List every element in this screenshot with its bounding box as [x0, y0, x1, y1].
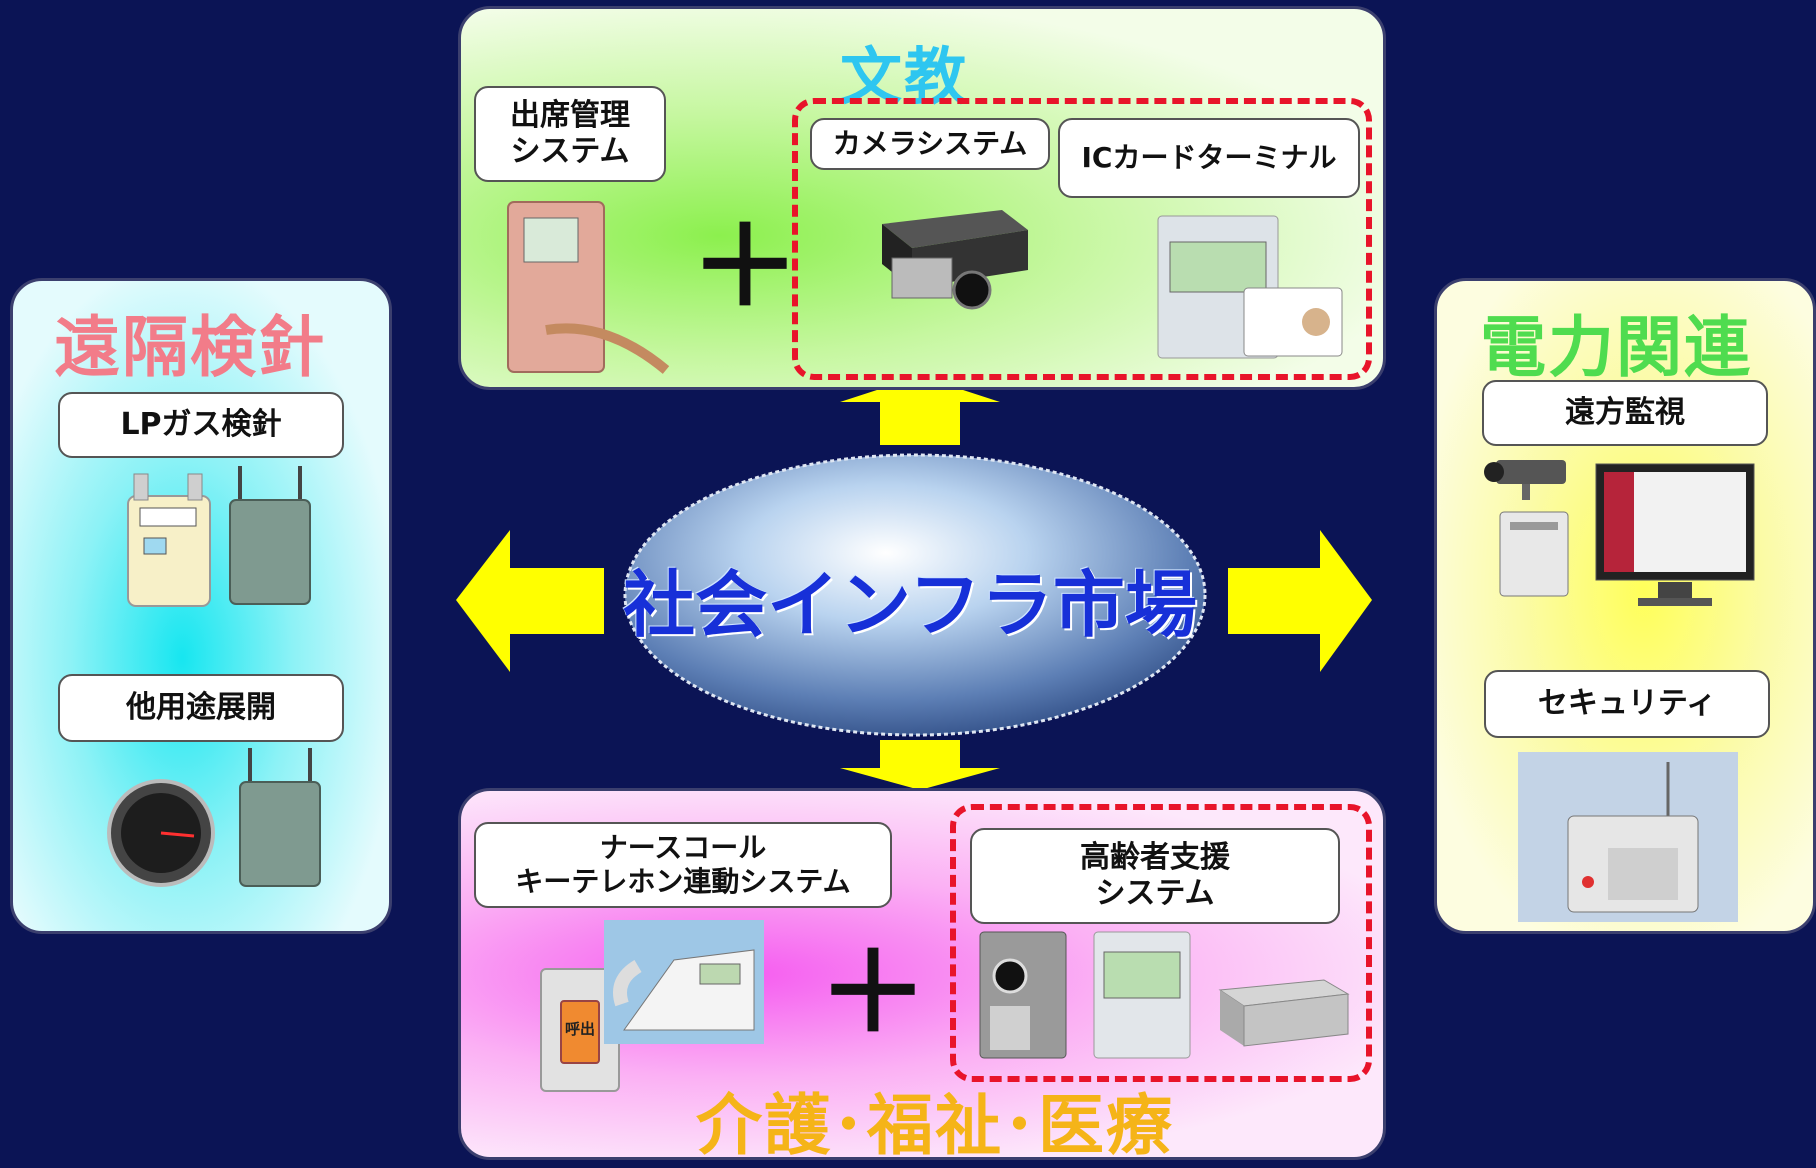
call-button-face: 呼出: [560, 1000, 600, 1064]
wireless-unit-icon: [239, 748, 321, 887]
embedded-pc-icon: [1218, 979, 1350, 1047]
camera-recorder-icon: [882, 210, 1028, 310]
attendance-terminal-icon: [507, 201, 670, 374]
gauge-icon: [107, 779, 215, 887]
label-ic-card-terminal: ICカードターミナル: [1058, 118, 1360, 198]
plus-sign: ＋: [818, 929, 928, 1057]
heading-power: 電力関連: [1480, 309, 1752, 386]
arrow-left: [456, 530, 604, 672]
heading-remote-metering: 遠隔検針: [54, 309, 326, 386]
arrow-down: [840, 740, 1000, 790]
arrow-right: [1228, 530, 1372, 672]
pc-tower-icon: [1499, 511, 1569, 597]
label-security: セキュリティ: [1484, 670, 1770, 738]
label-other-uses: 他用途展開: [58, 674, 344, 742]
label-remote-monitoring: 遠方監視: [1482, 380, 1768, 446]
heading-nursing-medical: 介護･福祉･医療: [696, 1087, 1174, 1164]
intercom-camera-icon: [979, 931, 1067, 1059]
center-title: 社会インフラ市場: [623, 563, 1197, 647]
label-elderly-support-system: 高齢者支援 システム: [970, 828, 1340, 924]
label-attendance-system: 出席管理 システム: [474, 86, 666, 182]
ic-card-terminal-icon: [1157, 215, 1343, 359]
telephone-icon: [604, 920, 764, 1044]
gas-meter-icon: [127, 473, 211, 607]
ic-terminal-icon: [1093, 931, 1191, 1059]
security-panel-icon: [1518, 752, 1738, 922]
label-lp-gas: LPガス検針: [58, 392, 344, 458]
dashed-group-camera-ic: [792, 98, 1372, 380]
arrow-up: [840, 376, 1000, 445]
center-ellipse: [623, 453, 1207, 737]
plus-sign: ＋: [690, 203, 800, 331]
wireless-unit-icon: [229, 466, 311, 605]
monitor-screen-icon: [1595, 463, 1755, 606]
label-camera-system: カメラシステム: [810, 118, 1050, 170]
dashed-group-elderly-support: [950, 804, 1372, 1082]
cctv-camera-icon: [1484, 460, 1566, 500]
label-nurse-call-system: ナースコール キーテレホン連動システム: [474, 822, 892, 908]
